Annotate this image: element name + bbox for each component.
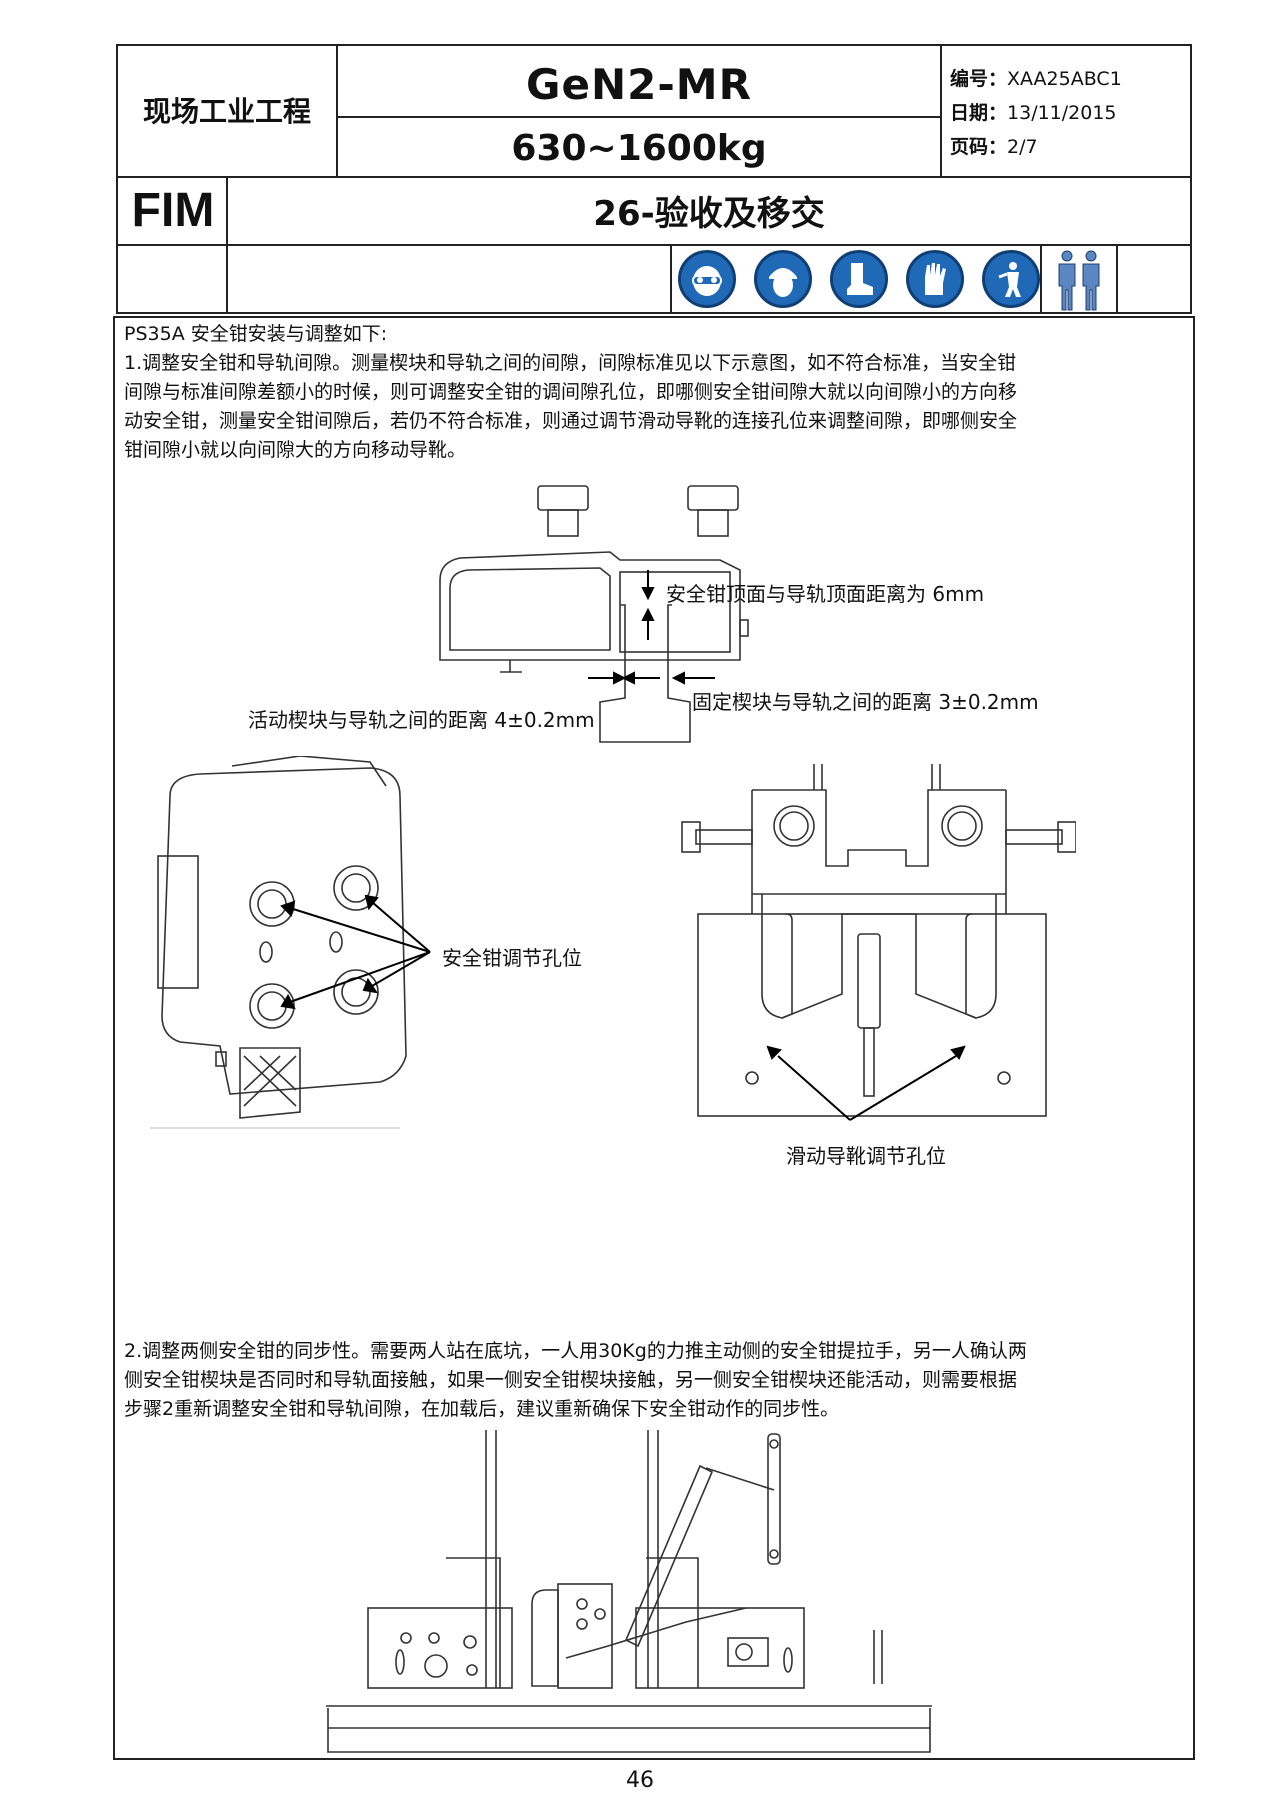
load-range: 630~1600kg bbox=[511, 127, 767, 169]
two-person-icon bbox=[1050, 248, 1108, 312]
adjustment-hole-label: 安全钳调节孔位 bbox=[442, 946, 582, 970]
safety-boots-icon bbox=[830, 250, 888, 308]
step1-line-3: 动安全钳，测量安全钳间隙后，若仍不符合标准，则通过调节滑动导靴的连接孔位来调整间… bbox=[124, 410, 1018, 432]
page-number: 46 bbox=[626, 1768, 654, 1793]
header-divider bbox=[670, 244, 672, 314]
safety-harness-icon bbox=[982, 250, 1040, 308]
step1-line-2: 间隙与标准间隙差额小的时候，则可调整安全钳的调间隙孔位，即哪侧安全钳间隙大就以向… bbox=[124, 381, 1018, 403]
guide-shoe-hole-label: 滑动导靴调节孔位 bbox=[786, 1144, 946, 1168]
header-divider bbox=[226, 176, 228, 314]
step2-line-3: 步骤2重新调整安全钳和导轨间隙，在加载后，建议重新确保下安全钳动作的同步性。 bbox=[124, 1398, 840, 1420]
section-title: 26-验收及移交 bbox=[593, 193, 825, 234]
fixed-wedge-distance-label: 固定楔块与导轨之间的距离 3±0.2mm bbox=[692, 690, 1039, 714]
date-row: 日期：13/11/2015 bbox=[950, 98, 1117, 125]
hard-hat-icon bbox=[754, 250, 812, 308]
step1-line-1: 1.调整安全钳和导轨间隙。测量楔块和导轨之间的间隙，间隙标准见以下示意图，如不符… bbox=[124, 352, 1017, 374]
intro-text: PS35A 安全钳安装与调整如下: bbox=[124, 323, 388, 345]
header-table bbox=[116, 44, 1192, 314]
step2-line-1: 2.调整两侧安全钳的同步性。需要两人站在底坑，一人用30Kg的力推主动侧的安全钳… bbox=[124, 1340, 1027, 1362]
doc-number-row: 编号：XAA25ABC1 bbox=[950, 64, 1122, 91]
doc-number: XAA25ABC1 bbox=[1007, 68, 1122, 90]
fim-label: FIM bbox=[131, 183, 215, 237]
safety-gear-linkage-drawing bbox=[326, 1430, 932, 1753]
date-value: 13/11/2015 bbox=[1007, 102, 1117, 124]
content-frame bbox=[113, 316, 1195, 1760]
header-divider bbox=[940, 44, 942, 178]
safety-goggles-icon bbox=[678, 250, 736, 308]
safety-gear-adjustment-drawing bbox=[150, 756, 431, 1129]
sliding-guide-shoe-drawing bbox=[681, 764, 1076, 1121]
doc-number-label: 编号： bbox=[950, 68, 1008, 90]
header-divider bbox=[116, 244, 1192, 246]
header-divider bbox=[338, 116, 942, 118]
top-distance-label: 安全钳顶面与导轨顶面距离为 6mm bbox=[666, 582, 985, 606]
step2-line-2: 侧安全钳楔块是否同时和导轨面接触，如果一侧安全钳楔块接触，另一侧安全钳楔块还能活… bbox=[124, 1369, 1018, 1391]
step1-line-4: 钳间隙小就以向间隙大的方向移动导靴。 bbox=[124, 439, 467, 461]
header-divider bbox=[336, 44, 338, 178]
moving-wedge-distance-label: 活动楔块与导轨之间的距离 4±0.2mm bbox=[248, 708, 595, 732]
model-name: GeN2-MR bbox=[526, 59, 752, 109]
page-label: 页码： bbox=[950, 136, 1008, 158]
page-row: 页码：2/7 bbox=[950, 132, 1038, 159]
header-divider bbox=[116, 176, 1192, 178]
header-divider bbox=[1040, 244, 1042, 314]
page-value: 2/7 bbox=[1007, 136, 1038, 158]
header-divider bbox=[1116, 244, 1118, 314]
safety-gear-clearance-drawing bbox=[439, 485, 749, 743]
department-name: 现场工业工程 bbox=[142, 95, 311, 128]
safety-gloves-icon bbox=[906, 250, 964, 308]
date-label: 日期： bbox=[950, 102, 1008, 124]
